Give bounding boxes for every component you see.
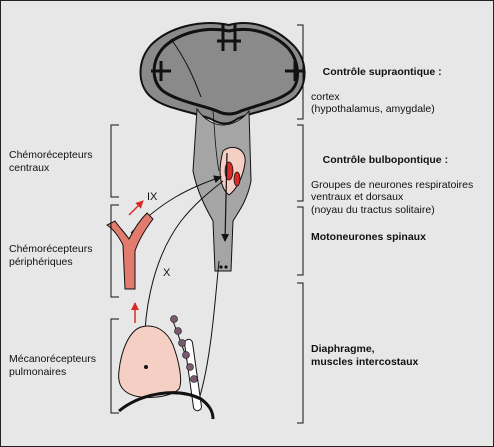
label-respiratory-muscles: Diaphragme, muscles intercostaux (311, 343, 419, 368)
supra-lines: cortex (hypothalamus, amygdale) (311, 90, 435, 116)
label-nerve-x: X (163, 267, 171, 279)
diaphragm-icon (118, 391, 215, 420)
label-pulmonary-mechanoreceptors: Mécanorécepteurs pulmonaires (9, 353, 96, 378)
label-central-chemoreceptors: Chémorécepteurs centraux (9, 149, 93, 174)
brain-icon (139, 22, 306, 125)
label-peripheral-chemoreceptors: Chémorécepteurs périphériques (9, 243, 93, 268)
descending-pathway (198, 152, 230, 400)
red-arrow-upper (128, 200, 144, 216)
label-supra-control: Contrôle supraontique : cortex (hypothal… (311, 53, 442, 141)
bulbo-title: Contrôle bulbopontique : (322, 153, 449, 166)
label-nerve-ix: IX (147, 191, 158, 203)
left-brackets (110, 124, 119, 414)
bulbo-lines: Groupes de neurones respiratoires ventra… (311, 178, 474, 216)
label-bulbo-control: Contrôle bulbopontique : Groupes de neur… (311, 141, 473, 241)
intercostal-nerve (170, 315, 202, 412)
label-spinal-motoneurons: Motoneurones spinaux (311, 231, 426, 243)
lung-icon (118, 325, 182, 398)
brainstem-icon (192, 107, 252, 272)
supra-title: Contrôle supraontique : (322, 65, 442, 78)
carotid-artery-icon (106, 212, 154, 290)
right-brackets (297, 24, 304, 424)
